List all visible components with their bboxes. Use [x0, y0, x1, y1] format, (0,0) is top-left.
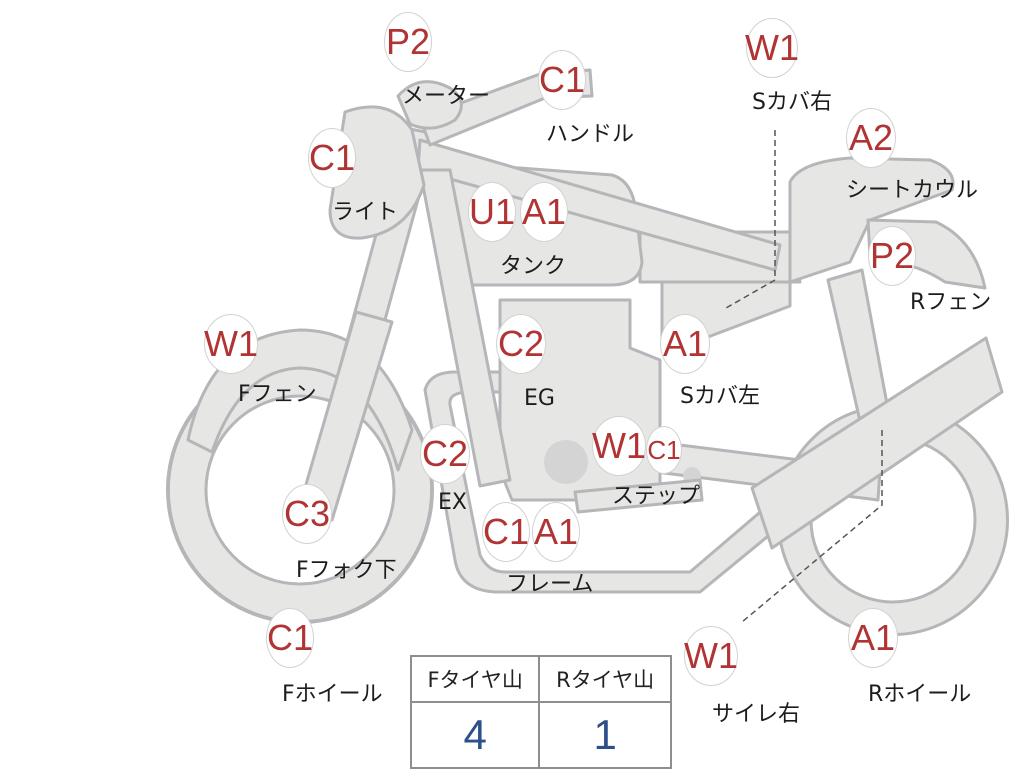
- step-shape: [573, 478, 704, 514]
- front-wheel-label: Fホイール: [282, 682, 383, 707]
- exhaust-badge: C2: [420, 424, 470, 484]
- light-shape: [328, 105, 426, 240]
- front-fork-lower-badge: C3: [282, 484, 332, 544]
- meter-shape: [396, 80, 463, 130]
- engine-label: EG: [524, 386, 555, 411]
- step-label: ステップ: [612, 484, 701, 509]
- rear-tire-value: 1: [538, 701, 672, 769]
- light-label: ライト: [332, 200, 399, 225]
- front-fork-lower-label: Fフォク下: [296, 558, 397, 583]
- side-cover-left-badge: A1: [660, 314, 710, 374]
- rear-fender-label: Rフェン: [910, 290, 992, 315]
- tank-badge-1: U1: [468, 182, 516, 242]
- step-badge-1: W1: [592, 416, 646, 476]
- light-badge: C1: [308, 128, 356, 188]
- side-cover-left-label: Sカバ左: [680, 384, 760, 409]
- meter-badge: P2: [384, 12, 432, 72]
- down-tube-shape: [418, 168, 512, 488]
- table-row: 4 1: [409, 701, 672, 769]
- side-cover-right-leader: [725, 130, 776, 309]
- tank-badge-2: A1: [520, 182, 568, 242]
- step-badge-2: C1: [646, 426, 682, 474]
- tank-label: タンク: [500, 254, 567, 279]
- silencer-shape: [750, 336, 1004, 550]
- front-fender-label: Fフェン: [238, 382, 317, 407]
- front-tire-shape: [170, 360, 430, 620]
- front-tire-value: 4: [409, 701, 541, 769]
- frame-badge-1: C1: [482, 502, 530, 562]
- side-cover-right-badge: W1: [745, 18, 799, 78]
- seat-cowl-badge: A2: [846, 108, 896, 168]
- rear-fender-badge: P2: [868, 226, 916, 286]
- rear-tire-header: Rタイヤ山: [538, 655, 672, 703]
- front-wheel-badge: C1: [266, 608, 314, 668]
- tire-tread-table: Fタイヤ山 Rタイヤ山 4 1: [409, 655, 672, 769]
- silencer-right-badge: W1: [684, 626, 738, 686]
- engine-badge: C2: [496, 314, 546, 374]
- rear-wheel-badge: A1: [848, 608, 898, 668]
- front-fork-lower-shape: [296, 310, 394, 522]
- front-tire-header: Fタイヤ山: [409, 655, 541, 703]
- handle-badge: C1: [538, 50, 586, 110]
- rear-wheel-label: Rホイール: [868, 682, 972, 707]
- handle-label: ハンドル: [546, 122, 635, 147]
- exhaust-label: EX: [438, 490, 467, 515]
- silencer-leader: [741, 430, 883, 623]
- meter-label: メーター: [402, 84, 491, 109]
- table-row: Fタイヤ山 Rタイヤ山: [409, 655, 672, 703]
- seat-cowl-label: シートカウル: [846, 178, 979, 203]
- frame-label: フレーム: [506, 572, 594, 597]
- front-fender-badge: W1: [204, 314, 258, 374]
- seat-cowl-shape: [788, 156, 955, 284]
- engine-cover: [544, 440, 588, 484]
- frame-shape: [423, 370, 814, 594]
- front-wheel-inner: [204, 394, 396, 586]
- frame-badge-2: A1: [532, 502, 580, 562]
- silencer-right-label: サイレ右: [712, 702, 801, 727]
- side-cover-right-label: Sカバ右: [752, 90, 832, 115]
